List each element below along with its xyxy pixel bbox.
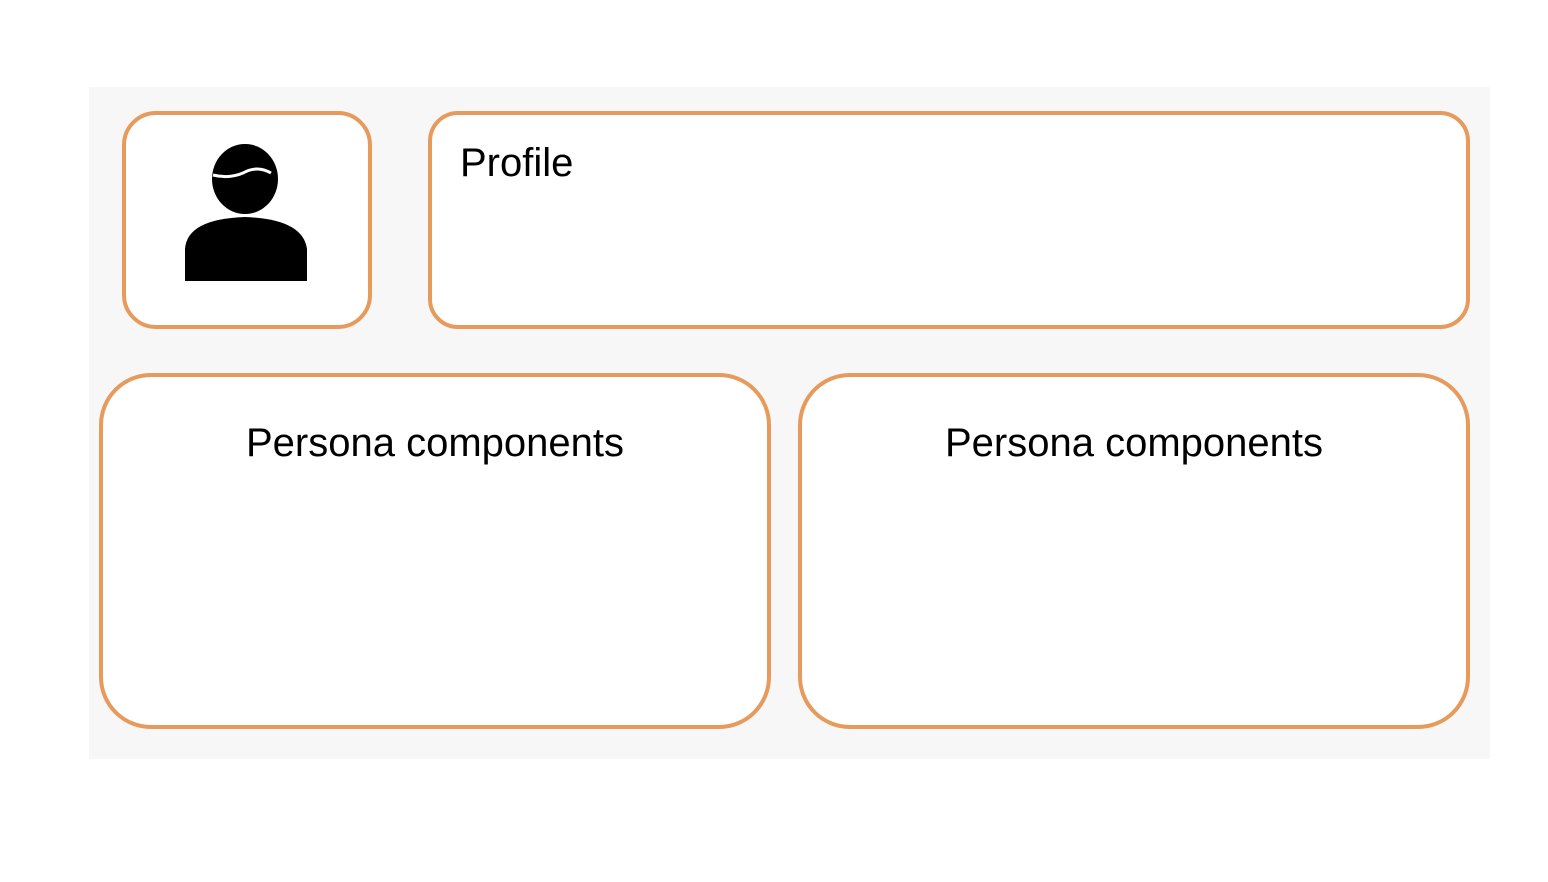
profile-card: Profile [428, 111, 1470, 329]
user-avatar-icon [185, 144, 307, 281]
persona-components-label: Persona components [944, 421, 1323, 465]
persona-components-card-right: Persona components [798, 373, 1470, 729]
persona-components-card-left: Persona components [99, 373, 771, 729]
persona-components-label: Persona components [245, 421, 624, 465]
avatar-card [122, 111, 372, 329]
profile-label: Profile [460, 141, 574, 185]
